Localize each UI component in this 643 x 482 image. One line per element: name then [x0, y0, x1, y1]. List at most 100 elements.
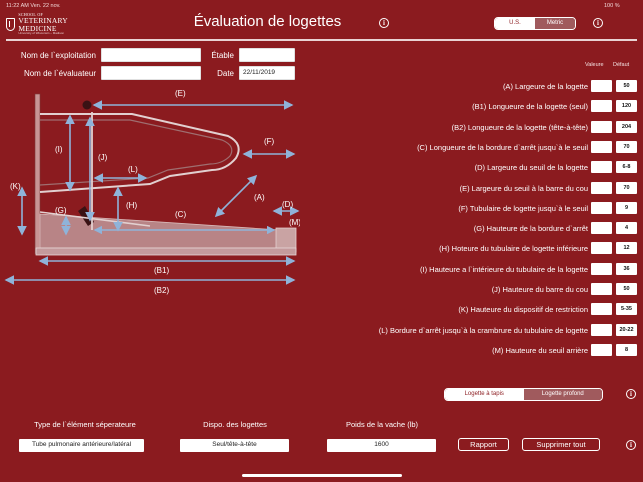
- value-column-header: Valeure: [585, 62, 604, 68]
- label-a: (A): [254, 193, 265, 202]
- parameter-value-input[interactable]: [591, 161, 612, 173]
- shield-icon: [6, 17, 16, 31]
- parameter-default-value: 50: [616, 283, 637, 295]
- parameter-label: (M) Hauteure du seuil arrière: [492, 346, 588, 355]
- parameter-default-value: 120: [616, 100, 637, 112]
- parameter-value-input[interactable]: [591, 222, 612, 234]
- label-b1: (B1): [154, 266, 169, 275]
- parameter-label: (H) Hoteure du tubulaire de logette infé…: [439, 244, 588, 253]
- default-column-header: Défaut: [613, 62, 630, 68]
- parameter-value-input[interactable]: [591, 80, 612, 92]
- date-input[interactable]: 22/11/2019: [239, 66, 295, 80]
- stall-loop-inner: [39, 119, 233, 186]
- parameter-value-input[interactable]: [591, 324, 612, 336]
- label-i: (I): [55, 145, 63, 154]
- logo-line-3: University of Wisconsin – Madison: [18, 31, 65, 35]
- parameter-default-value: 36: [616, 263, 637, 275]
- parameter-label: (F) Tubulaire de logette jusqu`à le seui…: [458, 204, 588, 213]
- label-m: (M): [289, 218, 300, 227]
- stall-loop: [39, 113, 240, 193]
- units-us-option[interactable]: U.S.: [495, 18, 535, 29]
- parameter-value-input[interactable]: [591, 283, 612, 295]
- home-indicator: [242, 474, 402, 477]
- barn-label: Étable: [211, 51, 234, 60]
- evaluator-input[interactable]: [101, 66, 201, 80]
- parameter-label: (D) Largeure du seuil de la logette: [474, 163, 588, 172]
- stall-bed: [39, 213, 281, 249]
- divider-type-label: Type de l`élément séperateure: [34, 420, 136, 429]
- parameter-default-value: 20-22: [616, 324, 637, 336]
- logo-line-1: SCHOOL OF: [18, 12, 44, 17]
- barn-input[interactable]: [239, 48, 295, 62]
- neck-rail: [82, 100, 92, 110]
- parameter-default-value: 70: [616, 141, 637, 153]
- floor-slab: [35, 247, 297, 256]
- label-e: (E): [175, 89, 186, 98]
- parameter-label: (B1) Longueure de la logette (seul): [472, 102, 588, 111]
- units-info-icon[interactable]: i: [593, 18, 603, 28]
- parameter-default-value: 204: [616, 121, 637, 133]
- label-d: (D): [282, 200, 293, 209]
- parameter-default-value: 6-8: [616, 161, 637, 173]
- parameter-default-value: 70: [616, 182, 637, 194]
- label-c: (C): [175, 210, 186, 219]
- parameter-default-value: 9: [616, 202, 637, 214]
- parameter-label: (J) Hauteure du barre du cou: [491, 285, 588, 294]
- parameter-value-input[interactable]: [591, 263, 612, 275]
- stall-layout-label: Dispo. des logettes: [203, 420, 267, 429]
- parameter-value-input[interactable]: [591, 100, 612, 112]
- label-h: (H): [126, 201, 137, 210]
- parameter-label: (G) Hauteure de la bordure d`arrêt: [473, 224, 588, 233]
- label-k: (K): [10, 182, 21, 191]
- logo-line-2: VETERINARY MEDICINE: [18, 16, 68, 33]
- label-j: (J): [98, 153, 108, 162]
- parameter-value-input[interactable]: [591, 344, 612, 356]
- stall-type-deep-option[interactable]: Logette profond: [523, 389, 602, 400]
- parameter-label: (A) Largeure de la logette: [502, 82, 588, 91]
- parameter-default-value: 8: [616, 344, 637, 356]
- parameter-label: (K) Hauteure du dispositif de restrictio…: [458, 305, 588, 314]
- stall-type-mat-option[interactable]: Logette à tapis: [445, 389, 524, 400]
- parameter-label: (E) Largeure du seuil à la barre du cou: [459, 184, 588, 193]
- parameter-default-value: 4: [616, 222, 637, 234]
- label-l: (L): [128, 165, 138, 174]
- bottom-info-icon[interactable]: i: [626, 440, 636, 450]
- parameter-default-value: 5-35: [616, 303, 637, 315]
- cow-weight-label: Poids de la vache (lb): [345, 420, 419, 429]
- parameter-default-value: 50: [616, 80, 637, 92]
- stall-diagram: (E) (I) (J) (F) (L) (K) (G) (H) (C) (A) …: [4, 89, 300, 295]
- label-f: (F): [264, 137, 275, 146]
- school-logo: SCHOOL OF VETERINARY MEDICINE University…: [6, 12, 101, 35]
- status-time: 11:22 AM Ven. 22 nov.: [6, 3, 61, 9]
- evaluator-label: Nom de l`évaluateur: [23, 69, 96, 78]
- parameter-value-input[interactable]: [591, 303, 612, 315]
- label-g: (G): [55, 206, 67, 215]
- parameter-label: (I) Hauteure a l`intérieure du tubulaire…: [419, 265, 588, 274]
- parameter-value-input[interactable]: [591, 141, 612, 153]
- parameter-value-input[interactable]: [591, 242, 612, 254]
- date-label: Date: [217, 69, 234, 78]
- clear-all-button[interactable]: Supprimer tout: [522, 438, 600, 451]
- parameter-value-input[interactable]: [591, 202, 612, 214]
- stall-layout-select[interactable]: Seul/tête-à-tête: [180, 439, 289, 452]
- divider-type-select[interactable]: Tube pulmonaire antérieure/latéral: [19, 439, 144, 452]
- farm-name-input[interactable]: [101, 48, 201, 62]
- parameter-label: (C) Longueure de la bordure d`arrêt jusq…: [417, 143, 588, 152]
- farm-name-label: Nom de l`exploitation: [20, 51, 96, 60]
- cow-weight-input[interactable]: 1600: [327, 439, 436, 452]
- units-toggle[interactable]: U.S. Metric: [494, 17, 576, 30]
- stall-type-info-icon[interactable]: i: [626, 389, 636, 399]
- parameter-label: (L) Bordure d`arrêt jusqu`à la crambrure…: [378, 326, 588, 335]
- info-icon[interactable]: i: [379, 18, 389, 28]
- stall-type-toggle[interactable]: Logette à tapis Logette profond: [444, 388, 603, 401]
- page-title: Évaluation de logettes: [193, 13, 342, 30]
- dim-a: [214, 174, 258, 218]
- lower-tube: [39, 211, 151, 227]
- units-metric-option[interactable]: Metric: [535, 18, 575, 29]
- parameter-value-input[interactable]: [591, 182, 612, 194]
- parameter-label: (B2) Longueure de la logette (tête-à-têt…: [451, 123, 588, 132]
- parameter-value-input[interactable]: [591, 121, 612, 133]
- report-button[interactable]: Rapport: [458, 438, 509, 451]
- parameter-default-value: 12: [616, 242, 637, 254]
- label-b2: (B2): [154, 286, 169, 295]
